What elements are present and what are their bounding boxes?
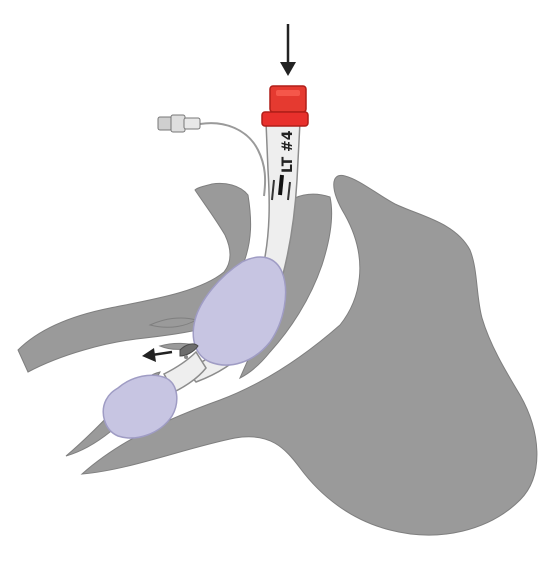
depth-mark-2 [280, 175, 282, 195]
tube-connector-icon [262, 86, 308, 126]
pilot-valve-icon [158, 115, 200, 132]
left-arrow-icon [142, 348, 172, 362]
tube-size-label: LT #4 [280, 130, 296, 173]
outlet-dot [184, 355, 188, 359]
down-arrow-icon [280, 24, 296, 76]
